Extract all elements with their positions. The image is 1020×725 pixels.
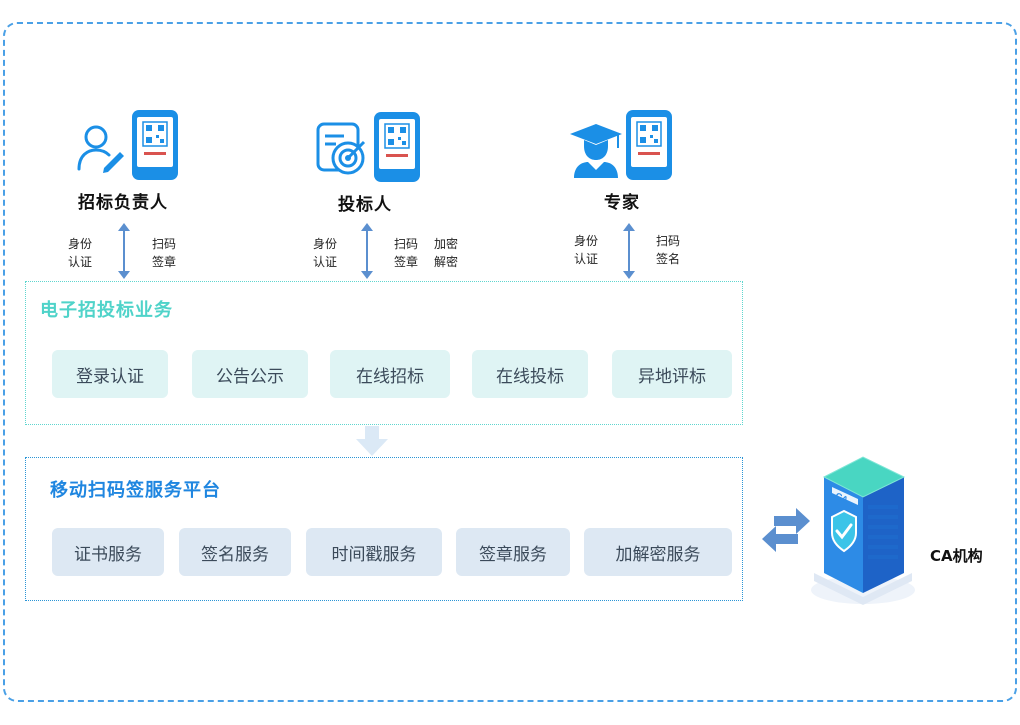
platform-item: 加解密服务 [584,528,732,576]
role-expert: 专家 [566,108,726,218]
platform-panel: 移动扫码签服务平台 证书服务 签名服务 时间戳服务 签章服务 加解密服务 [25,457,743,601]
platform-item: 签名服务 [179,528,291,576]
ca-label: CA机构 [930,547,983,565]
side-label: 加密解密 [434,237,459,269]
business-item: 登录认证 [52,350,168,398]
business-item: 异地评标 [612,350,732,398]
panel-title: 电子招投标业务 [40,300,173,321]
business-item: 公告公示 [192,350,308,398]
qr-phone-icon [132,110,178,180]
swap-arrows-icon [762,508,810,552]
side-label: 扫码签名 [656,234,681,266]
side-label: 扫码签章 [394,237,419,269]
side-label: 扫码签章 [152,237,177,269]
platform-item: 证书服务 [52,528,164,576]
platform-item: 签章服务 [456,528,570,576]
role-title: 投标人 [338,195,392,215]
bidirectional-arrow-icon [623,223,635,279]
qr-phone-icon [626,110,672,180]
qr-phone-icon [374,112,420,182]
role-title: 招标负责人 [78,193,168,213]
business-item: 在线投标 [472,350,588,398]
target-document-icon [316,122,366,175]
role-bidder: 投标人 [312,108,472,218]
panel-title: 移动扫码签服务平台 [50,480,221,501]
role-tender-manager: 招标负责人 [70,108,230,218]
side-label: 身份认证 [68,237,93,269]
outer-frame [3,22,1017,702]
bidirectional-arrow-icon [361,223,373,279]
user-edit-icon [77,125,124,173]
business-item: 在线招标 [330,350,450,398]
platform-item: 时间戳服务 [306,528,442,576]
business-panel: 电子招投标业务 登录认证 公告公示 在线招标 在线投标 异地评标 [25,281,743,425]
side-label: 身份认证 [313,237,338,269]
side-label: 身份认证 [574,234,599,266]
ca-server-icon: CA [811,456,915,605]
role-title: 专家 [604,193,640,213]
bidirectional-arrow-icon [118,223,130,279]
expert-graduate-icon [570,124,622,178]
down-arrow-icon [356,426,388,456]
